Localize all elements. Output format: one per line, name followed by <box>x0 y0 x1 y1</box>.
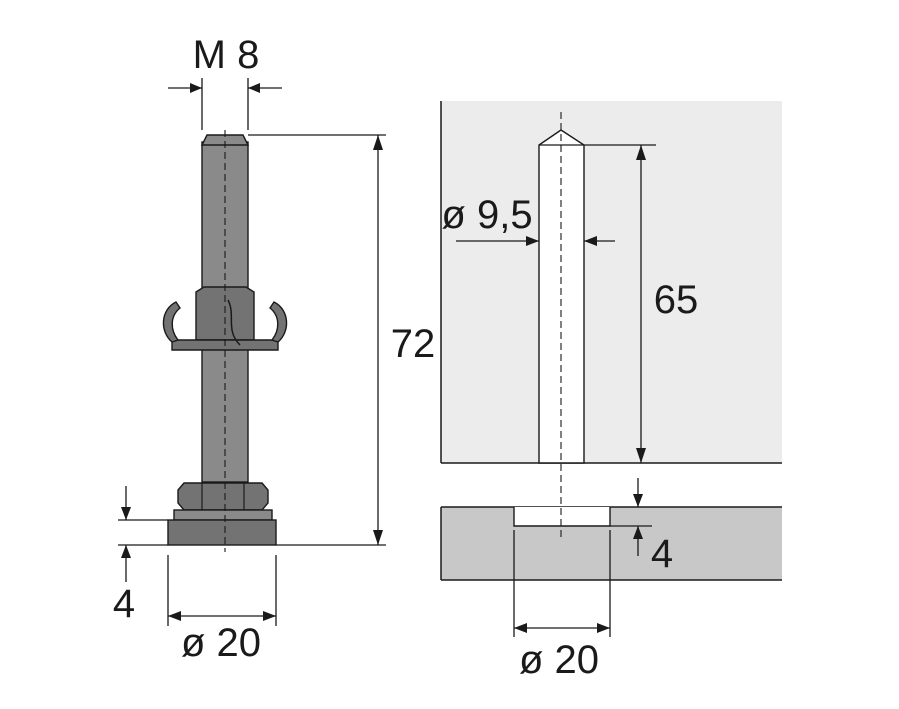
upper-panel <box>440 101 782 464</box>
lower-panel-fill <box>441 507 782 580</box>
prong-right <box>269 301 288 343</box>
pin-length-dimension: 65 <box>584 144 699 463</box>
pin-body <box>538 129 585 464</box>
recess-diameter-label: ø 20 <box>519 638 599 682</box>
pin <box>538 112 585 540</box>
arrow-left <box>248 83 260 93</box>
foot-height-label: 4 <box>113 582 135 626</box>
washer <box>173 509 273 521</box>
lower-panel <box>440 506 782 581</box>
total-length-label: 72 <box>391 322 436 366</box>
foot-diameter-label: ø 20 <box>181 621 261 665</box>
pin-length-label: 65 <box>654 278 699 322</box>
rod-chamfer <box>200 134 250 146</box>
foot-height-dimension: 4 <box>113 486 168 626</box>
upper-panel-fill <box>441 101 782 463</box>
hex-nut <box>177 482 269 511</box>
tee-nut-clip <box>227 299 241 346</box>
thread-dimension: M 8 <box>168 33 282 130</box>
pin-diameter-label: ø 9,5 <box>441 193 532 237</box>
arrow-right <box>190 83 202 93</box>
foot-diameter-dimension: ø 20 <box>167 555 277 665</box>
recess-diameter-dimension: ø 20 <box>513 530 611 682</box>
thread-label: M 8 <box>193 33 260 77</box>
leveling-foot <box>162 130 288 552</box>
total-length-dimension: 72 <box>248 134 436 546</box>
recess <box>513 507 611 527</box>
foot-base <box>167 519 277 546</box>
recess-depth-label: 4 <box>651 532 673 576</box>
prong-left <box>162 301 181 343</box>
recess-depth-dimension: 4 <box>610 478 673 576</box>
pin-diameter-dimension: ø 9,5 <box>441 193 615 246</box>
